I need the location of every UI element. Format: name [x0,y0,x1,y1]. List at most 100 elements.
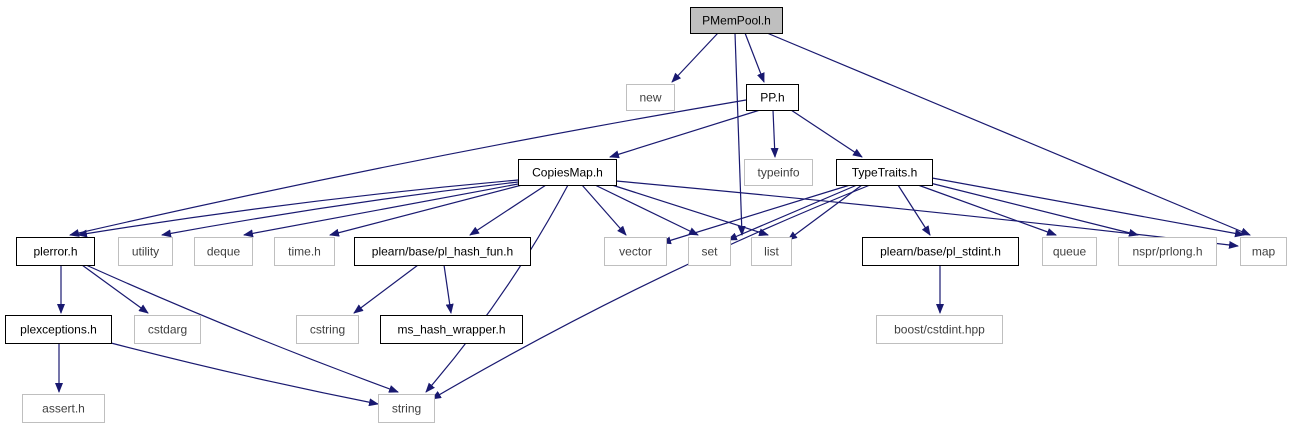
node-label-utility: utility [132,245,159,259]
node-typetraits[interactable]: TypeTraits.h [836,159,933,186]
edge-typetraits-to-queue [917,184,1057,236]
node-typeinfo: typeinfo [744,159,813,186]
node-cstdint: boost/cstdint.hpp [876,315,1003,344]
edge-typetraits-to-string [431,184,871,400]
node-pmempool[interactable]: PMemPool.h [690,7,783,34]
node-label-mshash: ms_hash_wrapper.h [397,323,505,337]
edge-copiesmap-to-plerror [77,179,519,238]
node-label-prlong: nspr/prlong.h [1132,245,1202,259]
node-label-typeinfo: typeinfo [757,166,799,180]
node-label-cstdint: boost/cstdint.hpp [894,323,985,337]
node-label-pmempool: PMemPool.h [702,14,771,28]
node-label-set: set [701,245,718,259]
node-box-queue [1042,237,1097,266]
node-box-deque [194,237,253,266]
node-timeh: time.h [274,237,335,266]
edge-plerror-to-string [85,264,399,393]
edge-hashfun-to-cstring [353,264,419,314]
node-deque: deque [194,237,253,266]
node-label-queue: queue [1053,245,1087,259]
node-box-cstdarg [134,315,201,344]
node-vector: vector [604,237,667,266]
node-label-list: list [764,245,779,259]
edge-copiesmap-to-hashfun [469,184,547,236]
node-box-vector [604,237,667,266]
node-box-pmempool [690,7,783,34]
edge-copiesmap-to-string [425,184,569,393]
edge-pmempool-to-list [734,32,746,236]
node-cstring: cstring [296,315,359,344]
node-mshash[interactable]: ms_hash_wrapper.h [380,315,523,344]
edge-pp-to-typeinfo [770,109,779,158]
edge-pp-to-typetraits [790,109,863,158]
node-box-pp [746,84,799,111]
edges-layer [55,32,1251,407]
node-label-asserth: assert.h [42,402,85,416]
node-box-stdint [862,237,1019,266]
edge-pmempool-to-pp [744,32,765,83]
edge-copiesmap-to-map [615,180,1239,249]
node-label-plexceptions: plexceptions.h [20,323,97,337]
edge-hashfun-to-mshash [443,264,454,314]
node-label-hashfun: plearn/base/pl_hash_fun.h [372,245,513,259]
node-box-mshash [380,315,523,344]
node-list: list [751,237,792,266]
node-label-plerror: plerror.h [33,245,77,259]
node-label-map: map [1252,245,1276,259]
node-label-string: string [392,402,421,416]
edge-copiesmap-to-list [611,184,769,237]
node-box-typetraits [836,159,933,186]
edge-typetraits-to-prlong [929,182,1139,237]
edge-copiesmap-to-vector [581,184,627,236]
edge-copiesmap-to-deque [243,183,519,238]
node-label-cstring: cstring [310,323,345,337]
node-box-timeh [274,237,335,266]
node-box-map [1240,237,1287,266]
node-plerror[interactable]: plerror.h [16,237,95,266]
edge-pp-to-plerror [69,99,747,237]
edge-pmempool-to-map [766,32,1251,236]
node-asserth: assert.h [22,394,105,423]
node-box-set [688,237,731,266]
node-label-stdint: plearn/base/pl_stdint.h [880,245,1001,259]
node-box-list [751,237,792,266]
node-box-typeinfo [744,159,813,186]
node-pp[interactable]: PP.h [746,84,799,111]
node-stdint[interactable]: plearn/base/pl_stdint.h [862,237,1019,266]
node-new: new [626,84,675,111]
node-copiesmap[interactable]: CopiesMap.h [518,159,617,186]
node-box-asserth [22,394,105,423]
node-string: string [378,394,435,423]
node-hashfun[interactable]: plearn/base/pl_hash_fun.h [354,237,531,266]
node-box-utility [118,237,173,266]
node-box-hashfun [354,237,531,266]
node-box-string [378,394,435,423]
node-cstdarg: cstdarg [134,315,201,344]
node-prlong: nspr/prlong.h [1118,237,1217,266]
node-map: map [1240,237,1287,266]
edge-plexceptions-to-string [110,342,379,407]
edge-typetraits-to-list [787,184,863,241]
edge-copiesmap-to-set [594,184,699,236]
edge-pp-to-copiesmap [609,109,761,159]
node-box-cstdint [876,315,1003,344]
edge-pmempool-to-new [671,32,719,83]
node-label-timeh: time.h [288,245,321,259]
node-box-copiesmap [518,159,617,186]
node-label-copiesmap: CopiesMap.h [532,166,603,180]
node-box-new [626,84,675,111]
node-box-plerror [16,237,95,266]
edge-typetraits-to-stdint [897,184,931,236]
edge-typetraits-to-map [931,177,1245,238]
node-queue: queue [1042,237,1097,266]
node-label-cstdarg: cstdarg [148,323,187,337]
edge-copiesmap-to-timeh [329,184,523,237]
node-set: set [688,237,731,266]
node-plexceptions[interactable]: plexceptions.h [5,315,112,344]
node-box-prlong [1118,237,1217,266]
edge-typetraits-to-vector [661,184,851,245]
node-label-pp: PP.h [760,91,784,105]
edge-plerror-to-cstdarg [81,264,149,314]
node-utility: utility [118,237,173,266]
